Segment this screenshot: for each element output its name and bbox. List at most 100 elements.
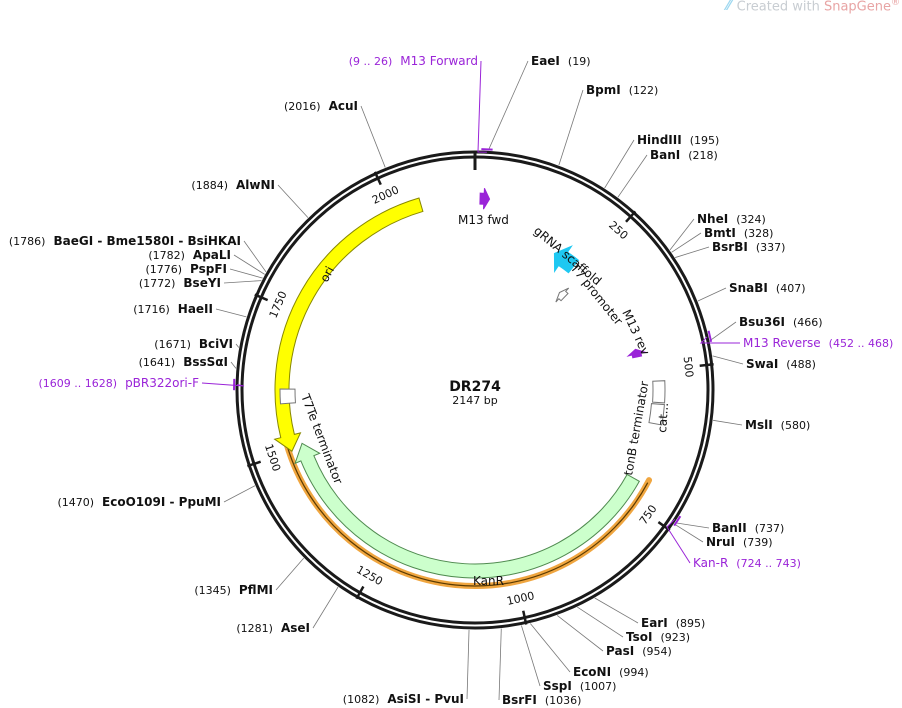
primer-range: (1609 .. 1628) [39,377,118,390]
plasmid-size: 2147 bp [452,394,497,407]
site-label-pspfi[interactable]: (1776) PspFI [145,262,227,276]
site-position: (337) [756,241,786,254]
site-label-snabi[interactable]: SnaBI(407) [729,281,806,295]
site-line-sspi [521,625,541,687]
site-label-alwni[interactable]: (1884)AlwNI [191,178,275,192]
site-position: (1776) [145,263,182,276]
site-label-hindiii[interactable]: HindIII(195) [637,133,719,147]
site-label-bsrfi[interactable]: BsrFI(1036) [502,693,581,707]
site-label-asisi-pvui[interactable]: (1082)AsiSI - PvuI [343,692,464,706]
site-line-swai [712,355,744,365]
site-position: (1716) [133,303,170,316]
site-position: (122) [629,84,659,97]
site-position: (488) [786,358,816,371]
feature-kanr-arrow[interactable] [294,442,641,579]
feature-m13-fwd-arrow[interactable] [479,188,491,210]
site-line-haeii [215,308,247,318]
site-name: PspFI [190,262,227,276]
tick-label-2000: 2000 [370,183,401,206]
site-leader-lines [215,60,744,701]
feature-ori-arrow[interactable] [273,197,424,452]
site-line-ecoo109i-ppumi [223,485,256,503]
primer-binding-m13-reverse [707,330,713,343]
site-label-baegi-bme1580i-bsihkai[interactable]: (1786)BaeGI - Bme1580I - BsiHKAI [9,234,241,248]
site-position: (2016) [284,100,321,113]
feature-t7-promoter-arrow[interactable] [555,287,570,303]
site-position: (580) [781,419,811,432]
watermark-registered: ® [891,0,900,8]
site-label-haeii[interactable]: (1716) HaeII [133,302,213,316]
site-label-bcivi[interactable]: (1671)BciVI [154,337,233,351]
site-position: (1772) [139,277,176,290]
primer-line-kan-r [666,518,691,564]
primer-label-m13-reverse[interactable]: M13 Reverse(452 .. 468) [743,336,893,350]
site-line-pflmi [275,557,305,591]
site-label-eaei[interactable]: EaeI(19) [531,54,591,68]
site-label-acui[interactable]: (2016)AcuI [284,99,358,113]
site-label-pasi[interactable]: PasI(954) [606,644,672,658]
site-label-banii[interactable]: BanII(737) [712,521,784,535]
feature-label-ori: ori [317,264,337,284]
site-label-pflmi[interactable]: (1345) PflMI [194,583,273,597]
site-label-nhei[interactable]: NheI(324) [697,212,766,226]
feature-tonb-terminator-box[interactable] [648,403,665,426]
site-position: (895) [676,617,706,630]
site-label-apali[interactable]: (1782)ApaLI [148,248,231,262]
site-label-bani[interactable]: BanI(218) [650,148,718,162]
site-label-bsss-i[interactable]: (1641)BssSαI [139,355,228,369]
site-name: PflMI [239,583,273,597]
site-position: (1884) [191,179,228,192]
site-label-msli[interactable]: MslI(580) [745,418,810,432]
site-label-econi[interactable]: EcoNI(994) [573,665,649,679]
site-label-asei[interactable]: (1281)AseI [236,621,310,635]
feature-grna-scaffold-arrow[interactable] [553,245,580,274]
site-name: BsrFI [502,693,537,707]
site-position: (1671) [154,338,191,351]
primer-range: (452 .. 468) [829,337,894,350]
feature-t7te-terminator-box[interactable] [279,388,296,405]
site-label-bpmi[interactable]: BpmI(122) [586,83,658,97]
site-label-bmti[interactable]: BmtI(328) [704,226,773,240]
site-line-pasi [556,615,604,652]
primer-label-kan-r[interactable]: Kan-R(724 .. 743) [693,556,801,570]
primer-line-m13-reverse [699,336,740,344]
site-label-bsrbi[interactable]: BsrBI(337) [712,240,785,254]
primer-label-pbr322ori-f[interactable]: (1609 .. 1628)pBR322ori-F [39,376,200,390]
site-label-bseyi[interactable]: (1772)BseYI [139,276,221,290]
site-label-tsoi[interactable]: TsoI(923) [626,630,690,644]
feature-m13-rev-arrow[interactable] [626,348,647,359]
site-position: (994) [619,666,649,679]
site-position: (1641) [139,356,176,369]
primer-line-pbr322ori-f [201,382,245,387]
site-position: (1007) [580,680,617,693]
tick-marks [246,171,714,625]
site-line-bcivi [235,343,240,348]
site-name: TsoI [626,630,652,644]
site-line-bani [617,154,648,198]
site-position: (1782) [148,249,185,262]
site-label-sspi[interactable]: SspI(1007) [543,679,616,693]
site-position: (1786) [9,235,46,248]
site-line-bsrbi [675,246,710,258]
site-position: (19) [568,55,591,68]
watermark-brand: SnapGene [823,0,891,15]
site-label-bsu36i[interactable]: Bsu36I(466) [739,315,823,329]
tick-mark-1000 [522,610,528,625]
site-name: Bsu36I [739,315,785,329]
snapgene-watermark: ⁄⁄Created with SnapGene® [726,0,900,14]
site-line-tsoi [577,606,624,638]
watermark-prefix: Created with [736,0,824,15]
site-line-asei [312,586,339,629]
primer-label-m13-forward[interactable]: (9 .. 26)M13 Forward [349,54,478,68]
site-line-nrui [673,523,704,543]
site-name: NheI [697,212,728,226]
tick-label-750: 750 [637,502,660,527]
site-label-ecoo109i-ppumi[interactable]: (1470)EcoO109I - PpuMI [57,495,221,509]
site-label-nrui[interactable]: NruI(739) [706,535,773,549]
site-label-swai[interactable]: SwaI(488) [746,357,816,371]
site-position: (1345) [194,584,231,597]
site-label-eari[interactable]: EarI(895) [641,616,705,630]
site-name: HaeII [178,302,213,316]
feature-cat-box[interactable] [652,380,666,404]
